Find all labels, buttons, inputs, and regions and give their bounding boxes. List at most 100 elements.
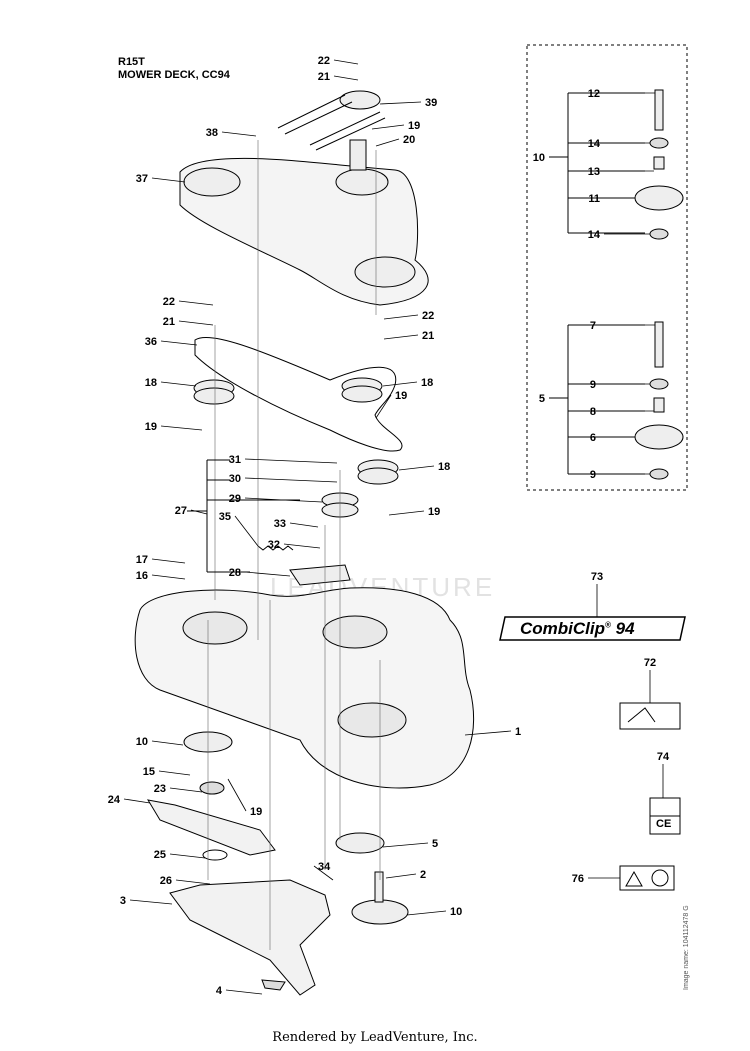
callout-13: 13 bbox=[588, 166, 600, 178]
leader-line-23 bbox=[169, 787, 203, 793]
callout-1: 1 bbox=[515, 726, 521, 738]
leader-line-18 bbox=[382, 381, 418, 387]
leader-line-18 bbox=[160, 381, 197, 387]
model-label: R15T bbox=[118, 56, 145, 68]
callout-26: 26 bbox=[160, 875, 172, 887]
kit5-bearing-top bbox=[649, 378, 669, 390]
leader-line-17 bbox=[151, 558, 186, 564]
callout-22: 22 bbox=[163, 296, 175, 308]
knob-4 bbox=[261, 979, 286, 991]
callout-18: 18 bbox=[421, 377, 433, 389]
callout-16: 16 bbox=[136, 570, 148, 582]
kit10-spacer bbox=[653, 156, 665, 170]
bracket-27 bbox=[187, 459, 300, 573]
kit5-bearing-bottom bbox=[649, 468, 669, 480]
leader-line-36 bbox=[160, 340, 198, 346]
leader-line-34 bbox=[313, 865, 334, 881]
callout-14: 14 bbox=[588, 138, 601, 150]
combiclip-brand: CombiClip bbox=[520, 619, 605, 638]
leader-line-15 bbox=[158, 770, 191, 776]
ce-mark: CE bbox=[656, 818, 672, 830]
callout-22: 22 bbox=[318, 55, 330, 67]
combiclip-number: 94 bbox=[615, 619, 635, 638]
callout-10: 10 bbox=[450, 906, 462, 918]
callout-76: 76 bbox=[572, 873, 584, 885]
callout-10: 10 bbox=[533, 152, 545, 164]
leader-line-19 bbox=[227, 778, 247, 812]
leader-line-25 bbox=[169, 853, 206, 859]
leader-line-10 bbox=[406, 910, 447, 916]
callout-19: 19 bbox=[408, 120, 420, 132]
leader-line-1 bbox=[464, 730, 512, 736]
callout-33: 33 bbox=[274, 518, 286, 530]
deck-hole-left bbox=[182, 611, 248, 645]
pulley-right-base bbox=[357, 467, 399, 485]
callout-17: 17 bbox=[136, 554, 148, 566]
washer-25 bbox=[202, 849, 228, 861]
warning-decal-72 bbox=[619, 702, 681, 730]
leader-line-39 bbox=[379, 101, 422, 105]
callout-11: 11 bbox=[588, 193, 600, 205]
leader-line-22 bbox=[333, 59, 359, 65]
callout-27: 27 bbox=[175, 505, 187, 517]
callout-30: 30 bbox=[229, 473, 241, 485]
combiclip-text: CombiClip® 94 bbox=[520, 619, 635, 638]
assembly-guides bbox=[207, 140, 381, 950]
leader-line-22 bbox=[383, 314, 419, 320]
callout-2: 2 bbox=[420, 869, 426, 881]
leader-line-19 bbox=[160, 425, 203, 431]
callout-72: 72 bbox=[644, 657, 656, 669]
tension-spring bbox=[257, 545, 294, 551]
callout-21: 21 bbox=[318, 71, 330, 83]
decal-76-triangle bbox=[625, 870, 643, 887]
pulley-left-base bbox=[193, 387, 235, 405]
kit10-bracket bbox=[549, 92, 645, 234]
callout-9: 9 bbox=[590, 469, 596, 481]
callout-19: 19 bbox=[145, 421, 157, 433]
leader-line-26 bbox=[175, 879, 211, 885]
callout-9: 9 bbox=[590, 379, 596, 391]
callout-5: 5 bbox=[432, 838, 438, 850]
callout-23: 23 bbox=[154, 783, 166, 795]
bearing-23 bbox=[199, 781, 225, 795]
callout-12: 12 bbox=[588, 88, 600, 100]
decal-76-circle bbox=[651, 869, 669, 887]
leader-line-3 bbox=[129, 899, 173, 905]
top-pulley bbox=[339, 90, 381, 110]
deck-housing bbox=[134, 587, 475, 789]
kit5-bracket bbox=[549, 324, 645, 475]
kit-box bbox=[526, 44, 688, 491]
leader-line-35 bbox=[234, 515, 259, 547]
callout-8: 8 bbox=[590, 406, 596, 418]
leader-line-31 bbox=[244, 458, 338, 464]
leader-line-19 bbox=[388, 510, 425, 516]
leader-line-28 bbox=[244, 571, 291, 577]
callout-18: 18 bbox=[145, 377, 157, 389]
leader-line-38 bbox=[221, 131, 257, 137]
idler-arm bbox=[289, 564, 351, 586]
deck-hole-center bbox=[322, 615, 388, 649]
leader-line-20 bbox=[375, 138, 400, 147]
callout-35: 35 bbox=[219, 511, 231, 523]
callout-22: 22 bbox=[422, 310, 434, 322]
deck-hole-right bbox=[337, 702, 407, 738]
callout-37: 37 bbox=[136, 173, 148, 185]
kit10-bearing-bottom bbox=[649, 228, 669, 240]
leader-line-33 bbox=[289, 522, 319, 528]
callout-24: 24 bbox=[108, 794, 121, 806]
callout-34: 34 bbox=[318, 861, 331, 873]
callout-21: 21 bbox=[163, 316, 175, 328]
callout-39: 39 bbox=[425, 97, 437, 109]
callout-31: 31 bbox=[229, 454, 241, 466]
callout-28: 28 bbox=[229, 567, 241, 579]
cover-boss-top bbox=[335, 168, 389, 196]
leader-line-37 bbox=[151, 177, 186, 183]
callout-29: 29 bbox=[229, 493, 241, 505]
spindle-right bbox=[351, 899, 409, 925]
leader-line-21 bbox=[383, 334, 419, 340]
callout-21: 21 bbox=[422, 330, 434, 342]
decal-72-symbol bbox=[627, 707, 656, 723]
kit5-shaft bbox=[654, 321, 664, 368]
